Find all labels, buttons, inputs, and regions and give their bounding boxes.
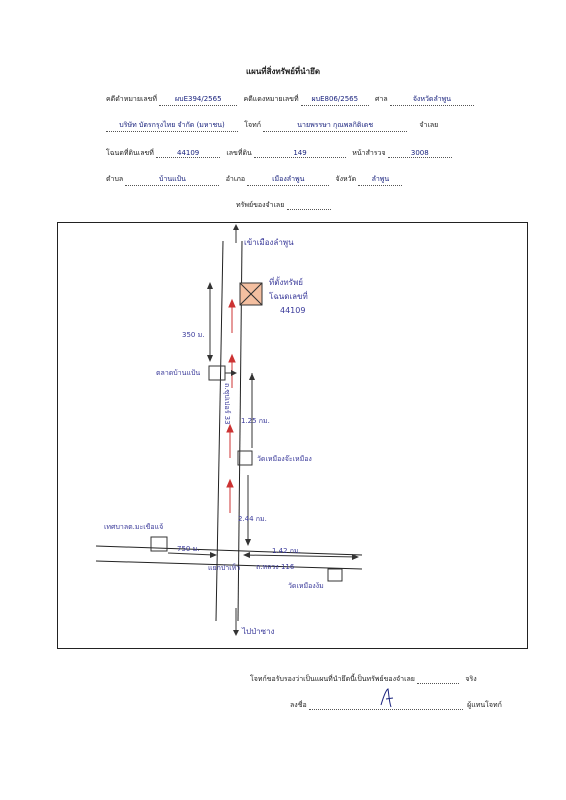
owner-row: ทรัพย์ของจำเลย [236, 200, 331, 211]
crossroad-line-top [95, 545, 363, 556]
office-label: เทศบาลต.มะเขือแจ้ [104, 523, 163, 531]
subdistrict-label: ตำบล [106, 175, 124, 183]
temple2-label: วัดเหมืองง้ม [288, 582, 324, 590]
black-case-value: ผบE394/2565 [159, 94, 238, 106]
certify-row: โจทก์ขอรับรองว่าเป็นแผนที่นำยึดนี้เป็นทร… [250, 674, 477, 685]
property-label: ที่ตั้งทรัพย์ [269, 276, 303, 287]
deed-label: โฉนดที่ดินเลขที่ [106, 149, 154, 157]
to-south-label: ไปป่าซาง [241, 627, 275, 636]
temple-box [237, 450, 253, 466]
page-title: แผนที่สิ่งทรัพย์ที่นำยึด [245, 67, 321, 76]
case-row: คดีดำหมายเลขที่ ผบE394/2565 คดีแดงหมายเล… [106, 94, 474, 106]
district-value: เมืองลำพูน [247, 174, 330, 186]
highway-line-left [215, 240, 224, 622]
province-label: จังหวัด [335, 175, 357, 183]
deed-row: โฉนดที่ดินเลขที่ 44109 เลขที่ดิน 149 หน้… [106, 148, 452, 159]
red-case-value: ผบE806/2565 [300, 94, 369, 106]
subdistrict-value: บ้านแป้น [125, 174, 220, 186]
defendant-name: นายพรรษา กุณพลกิติเดช [263, 120, 408, 132]
location-row: ตำบล บ้านแป้น อำเภอ เมืองลำพูน จังหวัด ล… [106, 174, 403, 186]
dist-right-arrow-left [243, 552, 250, 558]
red-case-label: คดีแดงหมายเลขที่ [243, 95, 299, 103]
plaintiff-name: บริษัท บัตรกรุงไทย จำกัด (มหาชน) [106, 120, 238, 132]
direction-arrows [226, 298, 236, 513]
crossroad-line-bottom [95, 560, 363, 570]
property-marker [239, 282, 263, 306]
to-town-label: เข้าเมืองลำพูน [244, 238, 294, 248]
dist-left-label: 750 ม. [177, 545, 199, 553]
dist-low-arrow-down [245, 539, 251, 546]
dist-low-label: 2.44 กม. [238, 515, 267, 523]
map-frame: เข้าเมืองลำพูน ไปป่าซาง ที่ตั้งทรัพย์ โฉ… [57, 222, 528, 649]
court-label: ศาล [375, 95, 388, 103]
land-value: 149 [254, 149, 347, 158]
survey-value: 3008 [387, 149, 452, 158]
district-label: อำเภอ [225, 175, 246, 183]
road-label: ถ.หลวง 116 [256, 563, 295, 571]
certify-line [417, 675, 460, 684]
owner-label: ทรัพย์ของจำเลย [236, 201, 285, 209]
dist-top-label: 350 ม. [182, 331, 204, 339]
property-deed-number: 44109 [280, 306, 305, 315]
owner-value-line [286, 201, 331, 210]
dist-left-arrow [210, 552, 217, 558]
junction-label: แยกป่าเห็ว [208, 563, 240, 572]
province-value: ลำพูน [358, 174, 403, 186]
signature-mark [380, 688, 393, 708]
dist-right-line [243, 554, 359, 558]
court-value: จังหวัดลำพูน [389, 94, 474, 106]
map-svg: เข้าเมืองลำพูน ไปป่าซาง ที่ตั้งทรัพย์ โฉ… [95, 224, 363, 636]
office-box [150, 536, 168, 552]
sign-label: ลงชื่อ [290, 701, 307, 709]
dist-right-arrow-right [352, 554, 359, 560]
signature-row: ลงชื่อ ผู้แทนโจทก์ [290, 688, 502, 711]
dist-top-arrow-up [207, 282, 213, 289]
property-deed-label: โฉนดเลขที่ [269, 290, 308, 301]
deed-value: 44109 [156, 149, 221, 158]
temple2-box [327, 568, 343, 582]
survey-label: หน้าสำรวจ [352, 149, 386, 157]
black-case-label: คดีดำหมายเลขที่ [106, 95, 158, 103]
defendant-role: จำเลย [419, 121, 439, 129]
dist-left-line [167, 552, 215, 556]
sign-line [308, 688, 463, 710]
dist-mid-arrow-up [249, 373, 255, 380]
certify-end: จริง [465, 675, 477, 683]
land-label: เลขที่ดิน [226, 149, 252, 157]
dist-right-label: 1.42 กม. [272, 547, 301, 555]
parties-row: บริษัท บัตรกรุงไทย จำกัด (มหาชน) โจทก์ น… [106, 120, 438, 132]
dist-mid-label: 1.25 กม. [241, 417, 270, 425]
plaintiff-role: โจทก์ [244, 121, 261, 129]
highway-label: ถ.ซุปเปอร์ 33 [223, 383, 231, 425]
market-box [208, 365, 226, 381]
temple-label: วัดเหมืองจ๊ะเหมือง [257, 455, 312, 463]
market-label: ตลาดบ้านแป้น [156, 369, 200, 377]
dist-top-arrow-down [207, 355, 213, 362]
sign-role: ผู้แทนโจทก์ [467, 701, 502, 709]
certify-text: โจทก์ขอรับรองว่าเป็นแผนที่นำยึดนี้เป็นทร… [250, 675, 415, 683]
